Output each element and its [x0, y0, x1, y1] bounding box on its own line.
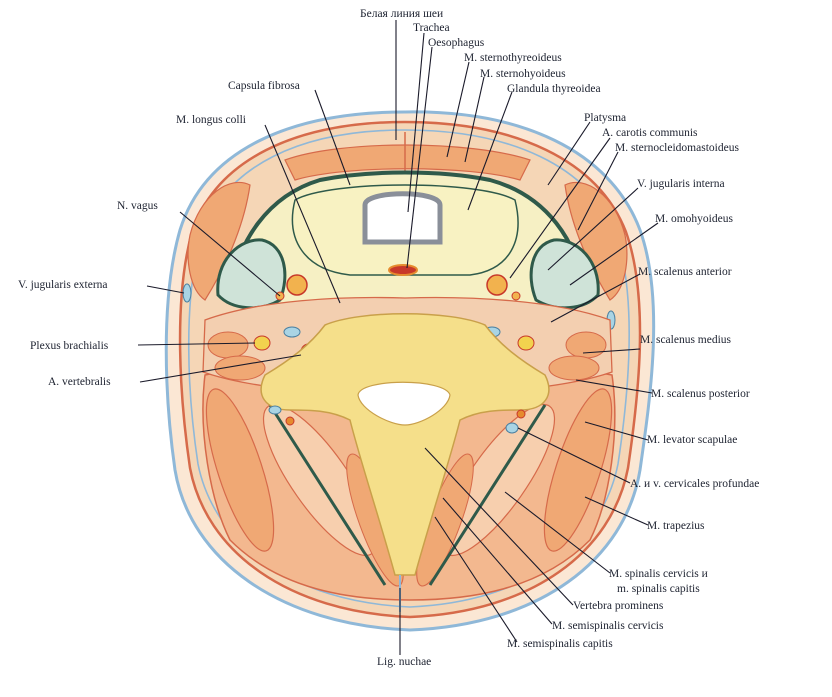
trapezius-left — [205, 388, 275, 552]
vert-vein-left — [283, 326, 301, 338]
leader-oesophagus — [406, 46, 433, 269]
carotid-sheath-right — [529, 238, 600, 310]
oesophagus — [388, 264, 418, 276]
label-scalenus-posterior: M. scalenus posterior — [651, 388, 750, 400]
label-spinalis-2: m. spinalis capitis — [617, 583, 700, 595]
label-spinalis-1: M. spinalis cervicis и — [609, 568, 708, 580]
leader-longus — [264, 124, 341, 304]
carotid-artery-right — [486, 274, 508, 296]
label-capsula: Capsula fibrosa — [228, 80, 300, 92]
deep-cervical-vessel-right — [505, 422, 519, 434]
label-nuchae: Lig. nuchae — [377, 656, 432, 668]
leader-sternocleido — [577, 151, 619, 231]
label-jugularis-externa: V. jugularis externa — [18, 279, 108, 291]
fascia-green-posterior-right — [428, 404, 547, 586]
label-sternocleido: M. sternocleidomastoideus — [615, 142, 739, 154]
label-semispinalis-capitis: M. semispinalis capitis — [507, 638, 613, 650]
label-trachea: Trachea — [413, 22, 450, 34]
label-trapezius: M. trapezius — [647, 520, 705, 532]
carotid-artery-left — [286, 274, 308, 296]
label-omohyoideus: M. omohyoideus — [655, 213, 733, 225]
leader-cervicales — [517, 427, 631, 484]
vagus-right — [511, 291, 521, 301]
deep-cervical-artery-left — [285, 416, 295, 426]
spinal-canal — [357, 381, 451, 426]
label-cervicales: A. и v. cervicales profundae — [630, 478, 760, 490]
leader-capsula — [314, 89, 351, 186]
label-semispinalis-cervicis: M. semispinalis cervicis — [552, 620, 664, 632]
leader-levator — [584, 421, 649, 441]
leader-vertebralis — [139, 354, 302, 383]
leader-semispinalis-capitis — [434, 516, 518, 643]
sternocleido-left — [187, 181, 251, 301]
leader-platysma — [547, 121, 591, 186]
trachea — [362, 191, 443, 245]
scalenus-med-left — [214, 355, 266, 381]
jugular-externa-left — [182, 283, 192, 303]
leader-trachea — [407, 32, 425, 213]
plexus-left — [253, 335, 271, 351]
trapezius-right — [543, 388, 613, 552]
label-carotis: A. carotis communis — [602, 127, 698, 139]
leader-sternothyreoideus — [446, 61, 470, 158]
label-belaya: Белая линия шеи — [360, 8, 444, 20]
label-vagus: N. vagus — [117, 200, 158, 212]
label-sternothyreoideus: M. sternothyreoideus — [464, 52, 562, 64]
leader-vagus — [179, 211, 281, 297]
plexus-right — [517, 335, 535, 351]
fascia-green-posterior-left — [268, 404, 387, 586]
label-scalenus-anterior: M. scalenus anterior — [638, 266, 732, 278]
leader-sternohyoideus — [464, 76, 485, 163]
leader-prominens — [424, 447, 574, 606]
leader-jugularis-interna — [547, 187, 639, 271]
label-plexus: Plexus brachialis — [30, 340, 109, 352]
infrahyoid-muscles — [284, 144, 531, 181]
label-scalenus-medius: M. scalenus medius — [640, 334, 732, 346]
label-glandula: Glandula thyreoidea — [507, 83, 601, 95]
label-sternohyoideus: M. sternohyoideus — [480, 68, 566, 80]
label-levator: M. levator scapulae — [647, 434, 738, 446]
leader-semispinalis-cervicis — [442, 497, 553, 625]
leader-scalenus-post — [575, 379, 653, 394]
leader-omohyoideus — [569, 222, 659, 286]
label-prominens: Vertebra prominens — [573, 600, 664, 612]
leader-trapezius — [584, 496, 649, 526]
leader-carotis — [509, 137, 611, 279]
carotid-sheath-left — [216, 238, 287, 310]
leader-scalenus-med — [582, 348, 641, 354]
deep-cervical-artery-right — [516, 409, 526, 419]
leader-spinalis — [504, 491, 611, 574]
label-vertebralis: A. vertebralis — [48, 376, 111, 388]
label-jugularis-interna: V. jugularis interna — [637, 178, 725, 190]
leader-plexus — [137, 342, 256, 346]
deep-cervical-vessel-left — [268, 405, 282, 415]
scalenus-ant-right — [565, 331, 607, 359]
scalenus-med-right — [548, 355, 600, 381]
label-oesophagus: Oesophagus — [428, 37, 485, 49]
label-platysma: Platysma — [584, 112, 627, 124]
label-longus-colli: M. longus colli — [176, 114, 246, 126]
leader-scalenus-ant — [550, 273, 641, 323]
scalenus-ant-left — [207, 331, 249, 359]
leader-glandula — [467, 91, 513, 211]
leader-jugularis-externa — [146, 285, 185, 294]
